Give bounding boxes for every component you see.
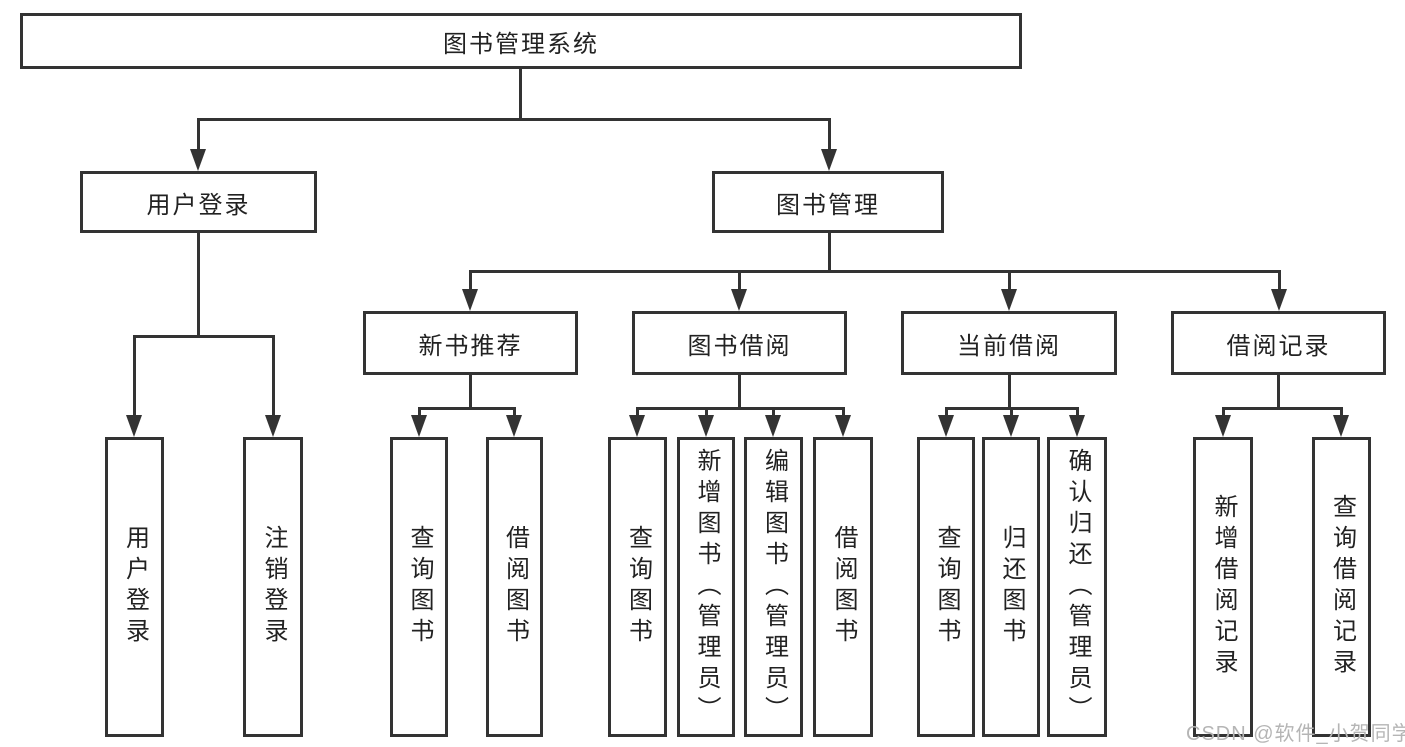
connector-line xyxy=(1222,407,1225,421)
leaf-record-add-record: 新增借阅记录 xyxy=(1193,437,1253,737)
leaf-newbook-query-book: 查询图书 xyxy=(390,437,448,737)
arrow-down-icon xyxy=(1333,415,1349,437)
node-label: 新书推荐 xyxy=(418,332,523,360)
leaf-label: 编辑图书（管理员） xyxy=(760,447,788,727)
connector-line xyxy=(1010,407,1013,421)
arrow-down-icon xyxy=(835,415,851,437)
leaf-label: 归还图书 xyxy=(998,525,1025,649)
connector-line xyxy=(705,407,708,421)
node-user-login: 用户登录 xyxy=(80,171,317,233)
connector-line xyxy=(828,118,831,152)
connector-line xyxy=(1008,270,1011,294)
arrow-down-icon xyxy=(462,289,478,311)
arrow-down-icon xyxy=(629,415,645,437)
leaf-label: 确认归还（管理员） xyxy=(1064,447,1091,727)
connector-line xyxy=(469,270,1281,273)
leaf-borrow-borrow-book: 借阅图书 xyxy=(813,437,873,737)
arrow-down-icon xyxy=(821,149,837,171)
connector-line xyxy=(133,335,275,338)
connector-line xyxy=(738,270,741,294)
arrow-down-icon xyxy=(1001,289,1017,311)
connector-line xyxy=(1277,375,1280,409)
leaf-logout: 注销登录 xyxy=(243,437,303,737)
node-new-book-recommend: 新书推荐 xyxy=(363,311,578,375)
connector-line xyxy=(272,335,275,417)
leaf-borrow-edit-book: 编辑图书（管理员） xyxy=(744,437,803,737)
arrow-down-icon xyxy=(126,415,142,437)
connector-line xyxy=(842,407,845,421)
leaf-label: 新增图书（管理员） xyxy=(693,447,720,727)
connector-line xyxy=(636,407,639,421)
arrow-down-icon xyxy=(190,149,206,171)
arrow-down-icon xyxy=(765,415,781,437)
leaf-label: 查询图书 xyxy=(406,525,433,649)
leaf-borrow-query-book: 查询图书 xyxy=(608,437,667,737)
leaf-user-login: 用户登录 xyxy=(105,437,164,737)
arrow-down-icon xyxy=(1215,415,1231,437)
connector-line xyxy=(828,233,831,272)
node-label: 借阅记录 xyxy=(1226,332,1331,360)
leaf-label: 新增借阅记录 xyxy=(1210,494,1237,680)
connector-line xyxy=(1340,407,1343,421)
connector-line xyxy=(1076,407,1079,421)
connector-line xyxy=(772,407,775,421)
node-borrow-records: 借阅记录 xyxy=(1171,311,1386,375)
leaf-record-query-record: 查询借阅记录 xyxy=(1312,437,1371,737)
connector-line xyxy=(1008,375,1011,409)
connector-line xyxy=(197,118,200,152)
arrow-down-icon xyxy=(698,415,714,437)
node-book-management: 图书管理 xyxy=(712,171,944,233)
connector-line xyxy=(1278,270,1281,294)
connector-line xyxy=(418,407,421,421)
leaf-label: 注销登录 xyxy=(260,525,287,649)
arrow-down-icon xyxy=(506,415,522,437)
leaf-newbook-borrow-book: 借阅图书 xyxy=(486,437,543,737)
leaf-current-query-book: 查询图书 xyxy=(917,437,975,737)
connector-line xyxy=(636,407,845,410)
connector-line xyxy=(945,407,948,421)
arrow-down-icon xyxy=(731,289,747,311)
node-book-borrow: 图书借阅 xyxy=(632,311,847,375)
connector-line xyxy=(469,270,472,294)
csdn-watermark: CSDN @软件_小贺同学 xyxy=(1186,723,1405,745)
connector-line xyxy=(418,407,516,410)
leaf-label: 查询图书 xyxy=(933,525,960,649)
node-label: 用户登录 xyxy=(146,191,251,219)
arrow-down-icon xyxy=(411,415,427,437)
arrow-down-icon xyxy=(265,415,281,437)
arrow-down-icon xyxy=(938,415,954,437)
leaf-label: 查询图书 xyxy=(624,525,652,649)
arrow-down-icon xyxy=(1003,415,1019,437)
connector-line xyxy=(738,375,741,409)
leaf-current-return-book: 归还图书 xyxy=(982,437,1040,737)
connector-line xyxy=(197,233,200,337)
arrow-down-icon xyxy=(1069,415,1085,437)
leaf-label: 用户登录 xyxy=(121,525,149,649)
connector-line xyxy=(519,69,522,120)
node-label: 当前借阅 xyxy=(957,332,1061,360)
leaf-borrow-add-book: 新增图书（管理员） xyxy=(677,437,735,737)
node-label: 图书借阅 xyxy=(687,332,792,360)
connector-line xyxy=(1222,407,1343,410)
node-current-borrow: 当前借阅 xyxy=(901,311,1117,375)
node-root: 图书管理系统 xyxy=(20,13,1022,69)
node-label: 图书管理 xyxy=(776,191,880,219)
leaf-current-confirm-return: 确认归还（管理员） xyxy=(1047,437,1107,737)
connector-line xyxy=(469,375,472,409)
arrow-down-icon xyxy=(1271,289,1287,311)
connector-line xyxy=(133,335,136,417)
connector-line xyxy=(197,118,831,121)
node-label: 图书管理系统 xyxy=(443,30,599,58)
leaf-label: 借阅图书 xyxy=(830,525,857,649)
leaf-label: 借阅图书 xyxy=(501,525,529,649)
leaf-label: 查询借阅记录 xyxy=(1328,494,1356,680)
connector-line xyxy=(513,407,516,421)
